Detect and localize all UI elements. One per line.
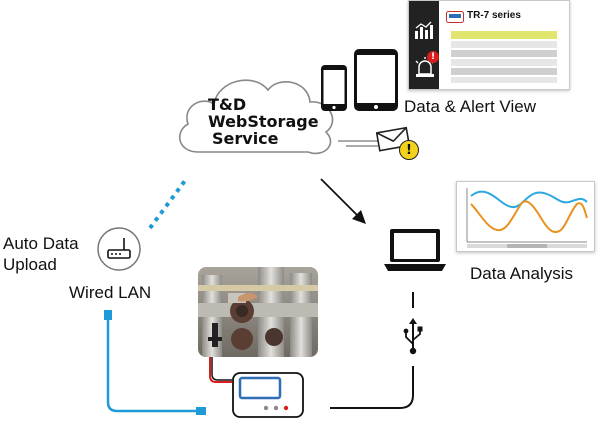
auto-upload-line2: Upload	[3, 255, 57, 274]
usb-icon	[403, 318, 423, 355]
chart-series-blue	[470, 190, 588, 208]
auto-data-upload-label: Auto Data Upload	[3, 233, 79, 275]
panel-title: TR-7 series	[467, 10, 521, 21]
panel-row	[451, 68, 557, 75]
cloud-title-line1: T&D	[208, 95, 247, 114]
data-analysis-label: Data Analysis	[470, 264, 573, 283]
industrial-pipes-photo	[198, 267, 318, 357]
cloud-service-title: T&D WebStorage Service	[208, 96, 319, 147]
cloud-title-line2: WebStorage	[208, 112, 319, 131]
lan-connector-bottom	[196, 407, 206, 415]
analysis-chart-graph	[466, 188, 588, 248]
wired-lan-label: Wired LAN	[69, 283, 152, 302]
cloud-icon	[178, 79, 334, 155]
tablet-icon	[354, 49, 398, 111]
laptop-icon	[384, 229, 446, 271]
auto-upload-dotted-line	[148, 176, 189, 230]
chart-series-orange	[470, 200, 588, 234]
sensor-cable	[209, 342, 232, 383]
panel-row	[451, 77, 557, 83]
panel-row	[451, 31, 557, 39]
analysis-chart-thumbnail	[456, 181, 595, 252]
cloud-title-line3: Service	[212, 129, 279, 148]
data-logger-icon	[232, 372, 304, 418]
panel-row	[451, 59, 557, 66]
alert-badge: !	[427, 51, 439, 63]
panel-row	[451, 41, 557, 48]
logger-thumbnail-icon	[446, 11, 464, 23]
data-alert-panel: ! TR-7 series	[408, 0, 570, 90]
cloud-to-laptop-arrow-shaft	[320, 178, 362, 220]
smartphone-icon	[321, 65, 347, 111]
usb-cable-bottom	[330, 366, 414, 409]
router-icon	[97, 227, 141, 271]
data-alert-view-label: Data & Alert View	[404, 97, 536, 116]
bar-chart-icon	[415, 21, 433, 39]
lan-connector-top	[104, 310, 112, 320]
email-alert-lines	[338, 140, 378, 147]
panel-row	[451, 50, 557, 57]
email-alert-badge: !	[399, 140, 419, 160]
cloud-to-laptop-arrow-head	[352, 210, 366, 224]
wired-lan-cable	[106, 318, 198, 413]
auto-upload-line1: Auto Data	[3, 234, 79, 253]
